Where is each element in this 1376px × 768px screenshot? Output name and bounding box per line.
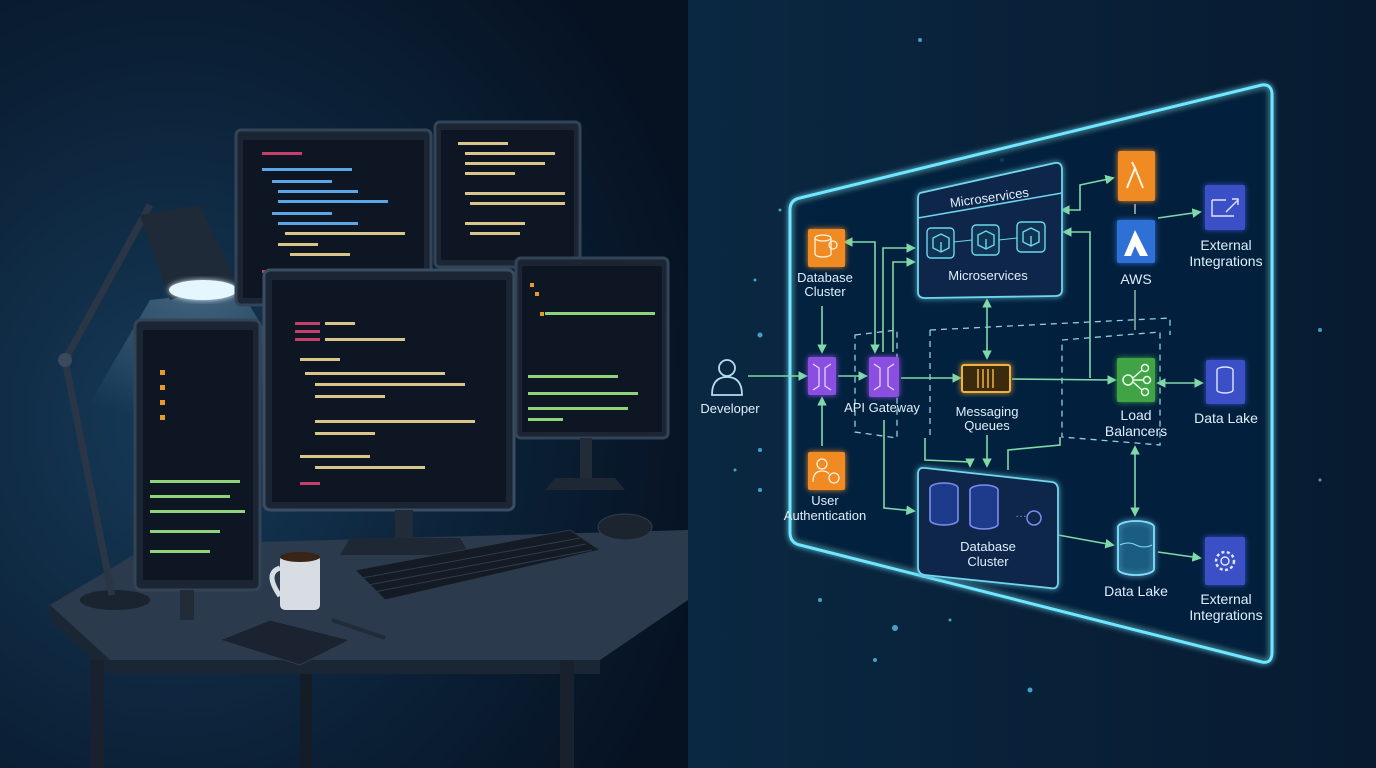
- messaging-queues-label-2: Queues: [964, 418, 1010, 433]
- microservices-box: Microservices Microservices: [917, 161, 1063, 299]
- load-balancers-label-1: Load: [1120, 407, 1151, 423]
- queue-icon: [961, 364, 1011, 393]
- external-integrations-top-label-1: External: [1200, 237, 1251, 253]
- desk-edge: [50, 605, 110, 675]
- mouse: [597, 513, 653, 541]
- microservices-inner-label: Microservices: [948, 268, 1028, 283]
- user-authentication-node: User Authentication: [784, 452, 866, 523]
- data-lake-right-node: Data Lake: [1194, 360, 1258, 426]
- api-gateway-group: [854, 329, 898, 439]
- edge-db-datalake: [1057, 534, 1115, 549]
- edge-aws-external: [1157, 208, 1202, 219]
- load-balancers-node: Load Balancers: [1105, 358, 1167, 439]
- developer-label: Developer: [700, 401, 760, 416]
- data-lake-bottom-node: Data Lake: [1104, 520, 1168, 599]
- database-cluster-box: … Database Cluster: [917, 466, 1059, 590]
- external-integrations-bottom-label-1: External: [1200, 591, 1251, 607]
- service-mesh-group: [929, 317, 1171, 335]
- data-lake-bottom-label: Data Lake: [1104, 583, 1168, 599]
- desk-front: [110, 660, 600, 674]
- messaging-queues-node: Messaging Queues: [956, 364, 1019, 433]
- notebook: [218, 619, 352, 666]
- keyboard: [353, 529, 602, 601]
- database-cluster-top-label-2: Cluster: [804, 284, 846, 299]
- database-gear-icon: [808, 229, 845, 267]
- node-icon: [1026, 510, 1042, 526]
- monitor-left: [133, 318, 262, 620]
- aws-node: AWS: [1117, 220, 1155, 287]
- database-icon: [1206, 360, 1245, 404]
- desk-leg: [90, 660, 104, 768]
- monitor-right: [514, 256, 670, 490]
- coffee-mug: [269, 552, 320, 610]
- database-icon: [969, 484, 999, 530]
- lambda-icon: [1118, 151, 1155, 201]
- particles: [733, 38, 1322, 693]
- database-icon: [929, 482, 959, 526]
- edge-lb-microservices: [1062, 227, 1091, 378]
- lambda-node: [1118, 151, 1155, 201]
- external-integrations-top-node: External Integrations: [1189, 185, 1263, 269]
- external-link-icon: [1205, 185, 1245, 230]
- data-lake-cylinder-icon: [1117, 520, 1155, 576]
- edge-api-db: [883, 420, 916, 516]
- user-lock-icon: [808, 452, 845, 490]
- aws-label: AWS: [1120, 271, 1151, 287]
- edges: [748, 174, 1204, 562]
- database-cluster-top-label-1: Database: [797, 270, 853, 285]
- router-icon: [808, 357, 836, 395]
- api-gateway-icon: [869, 357, 899, 397]
- data-lake-right-label: Data Lake: [1194, 410, 1258, 426]
- external-integrations-bottom-label-2: Integrations: [1189, 607, 1262, 623]
- database-cluster-bottom-label-1: Database: [960, 539, 1016, 554]
- edge-db-api: [843, 237, 880, 354]
- edge-queue-lb: [1011, 375, 1117, 385]
- svg-text:…: …: [1015, 506, 1027, 520]
- gear-icon: [1205, 537, 1245, 585]
- load-balancer-group: [1061, 331, 1161, 446]
- developer-node: Developer: [700, 359, 760, 416]
- router-node: [808, 357, 836, 395]
- external-integrations-bottom-node: External Integrations: [1189, 537, 1263, 623]
- desk-leg: [300, 674, 312, 768]
- database-cluster-bottom-label-2: Cluster: [967, 554, 1009, 569]
- api-gateway-label: API Gateway: [844, 400, 920, 415]
- edge-datalake-external: [1157, 551, 1202, 562]
- api-gateway-node: API Gateway: [844, 357, 920, 415]
- desk-leg: [560, 660, 574, 768]
- edge-microservices-lambda: [1060, 174, 1115, 215]
- monitor-top-right: [433, 120, 582, 269]
- messaging-queues-label-1: Messaging: [956, 404, 1019, 419]
- pen: [331, 618, 386, 640]
- user-icon: [711, 359, 743, 396]
- external-integrations-top-label-2: Integrations: [1189, 253, 1262, 269]
- database-cluster-top-node: Database Cluster: [797, 229, 853, 299]
- user-authentication-label-2: Authentication: [784, 508, 866, 523]
- edge-api-microservices: [882, 243, 916, 352]
- load-balancers-label-2: Balancers: [1105, 423, 1167, 439]
- architecture-diagram: Microservices Microservices … Database: [700, 38, 1322, 693]
- user-authentication-label-1: User: [811, 493, 839, 508]
- desk-scene: [50, 120, 688, 768]
- monitor-main: [262, 268, 516, 555]
